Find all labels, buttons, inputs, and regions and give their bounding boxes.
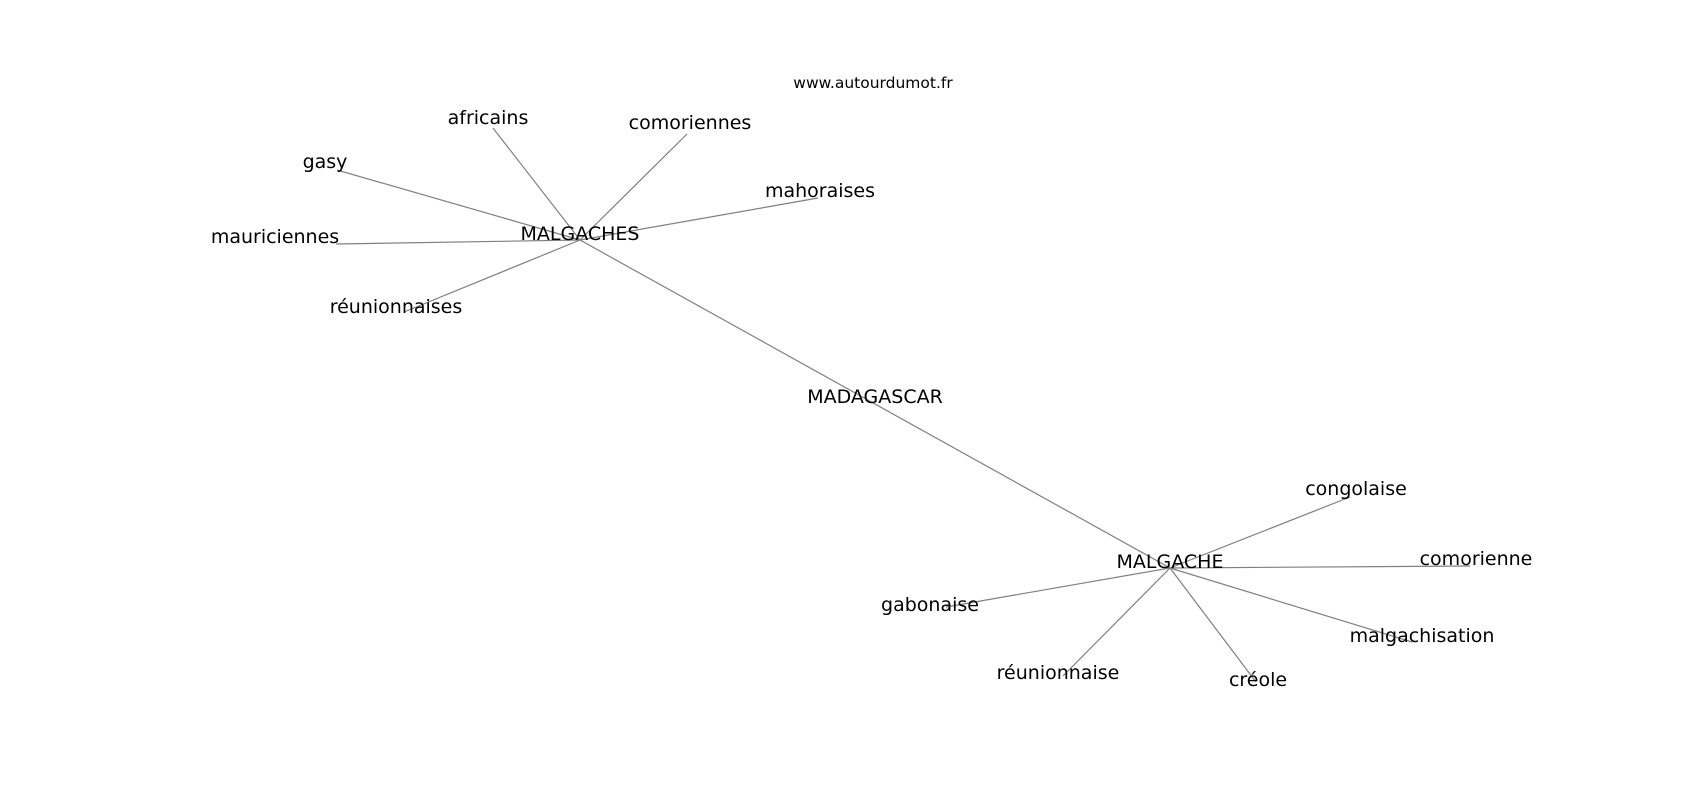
node-gasy: gasy — [303, 151, 348, 173]
edge-malgache-malgachisation — [1169, 567, 1413, 643]
edge-malgaches-malgache — [579, 239, 1171, 569]
edge-malgache-creole — [1169, 567, 1257, 683]
node-malgachisation: malgachisation — [1350, 625, 1495, 647]
node-creole: créole — [1229, 669, 1287, 691]
edge-malgaches-mahoraises — [579, 197, 819, 241]
node-madagascar: MADAGASCAR — [807, 386, 943, 408]
node-reunionnaises: réunionnaises — [330, 296, 463, 318]
node-africains: africains — [448, 107, 529, 129]
node-reunionnaise: réunionnaise — [997, 662, 1120, 684]
edge-malgache-gabonaise — [945, 567, 1171, 608]
node-congolaise: congolaise — [1305, 478, 1407, 500]
node-gabonaise: gabonaise — [881, 594, 979, 616]
edge-malgaches-comoriennes — [579, 133, 688, 241]
edge-malgaches-reunionnaises — [403, 239, 581, 313]
edge-malgache-congolaise — [1169, 496, 1351, 569]
source-url: www.autourdumot.fr — [793, 74, 953, 92]
node-mauriciennes: mauriciennes — [211, 226, 339, 248]
edge-malgache-reunionnaise — [1062, 567, 1171, 677]
graph-labels: www.autourdumot.fr MADAGASCAR MALGACHES … — [211, 74, 1533, 691]
node-malgache: MALGACHE — [1117, 551, 1224, 573]
node-mahoraises: mahoraises — [765, 180, 875, 202]
node-comorienne: comorienne — [1420, 548, 1533, 570]
edge-malgaches-gasy — [336, 169, 581, 241]
graph-edges — [335, 127, 1471, 683]
node-malgaches: MALGACHES — [521, 223, 640, 245]
edge-malgache-comorienne — [1169, 565, 1471, 569]
node-comoriennes: comoriennes — [629, 112, 752, 134]
edge-malgaches-mauriciennes — [335, 239, 581, 245]
edge-malgaches-africains — [492, 127, 581, 241]
